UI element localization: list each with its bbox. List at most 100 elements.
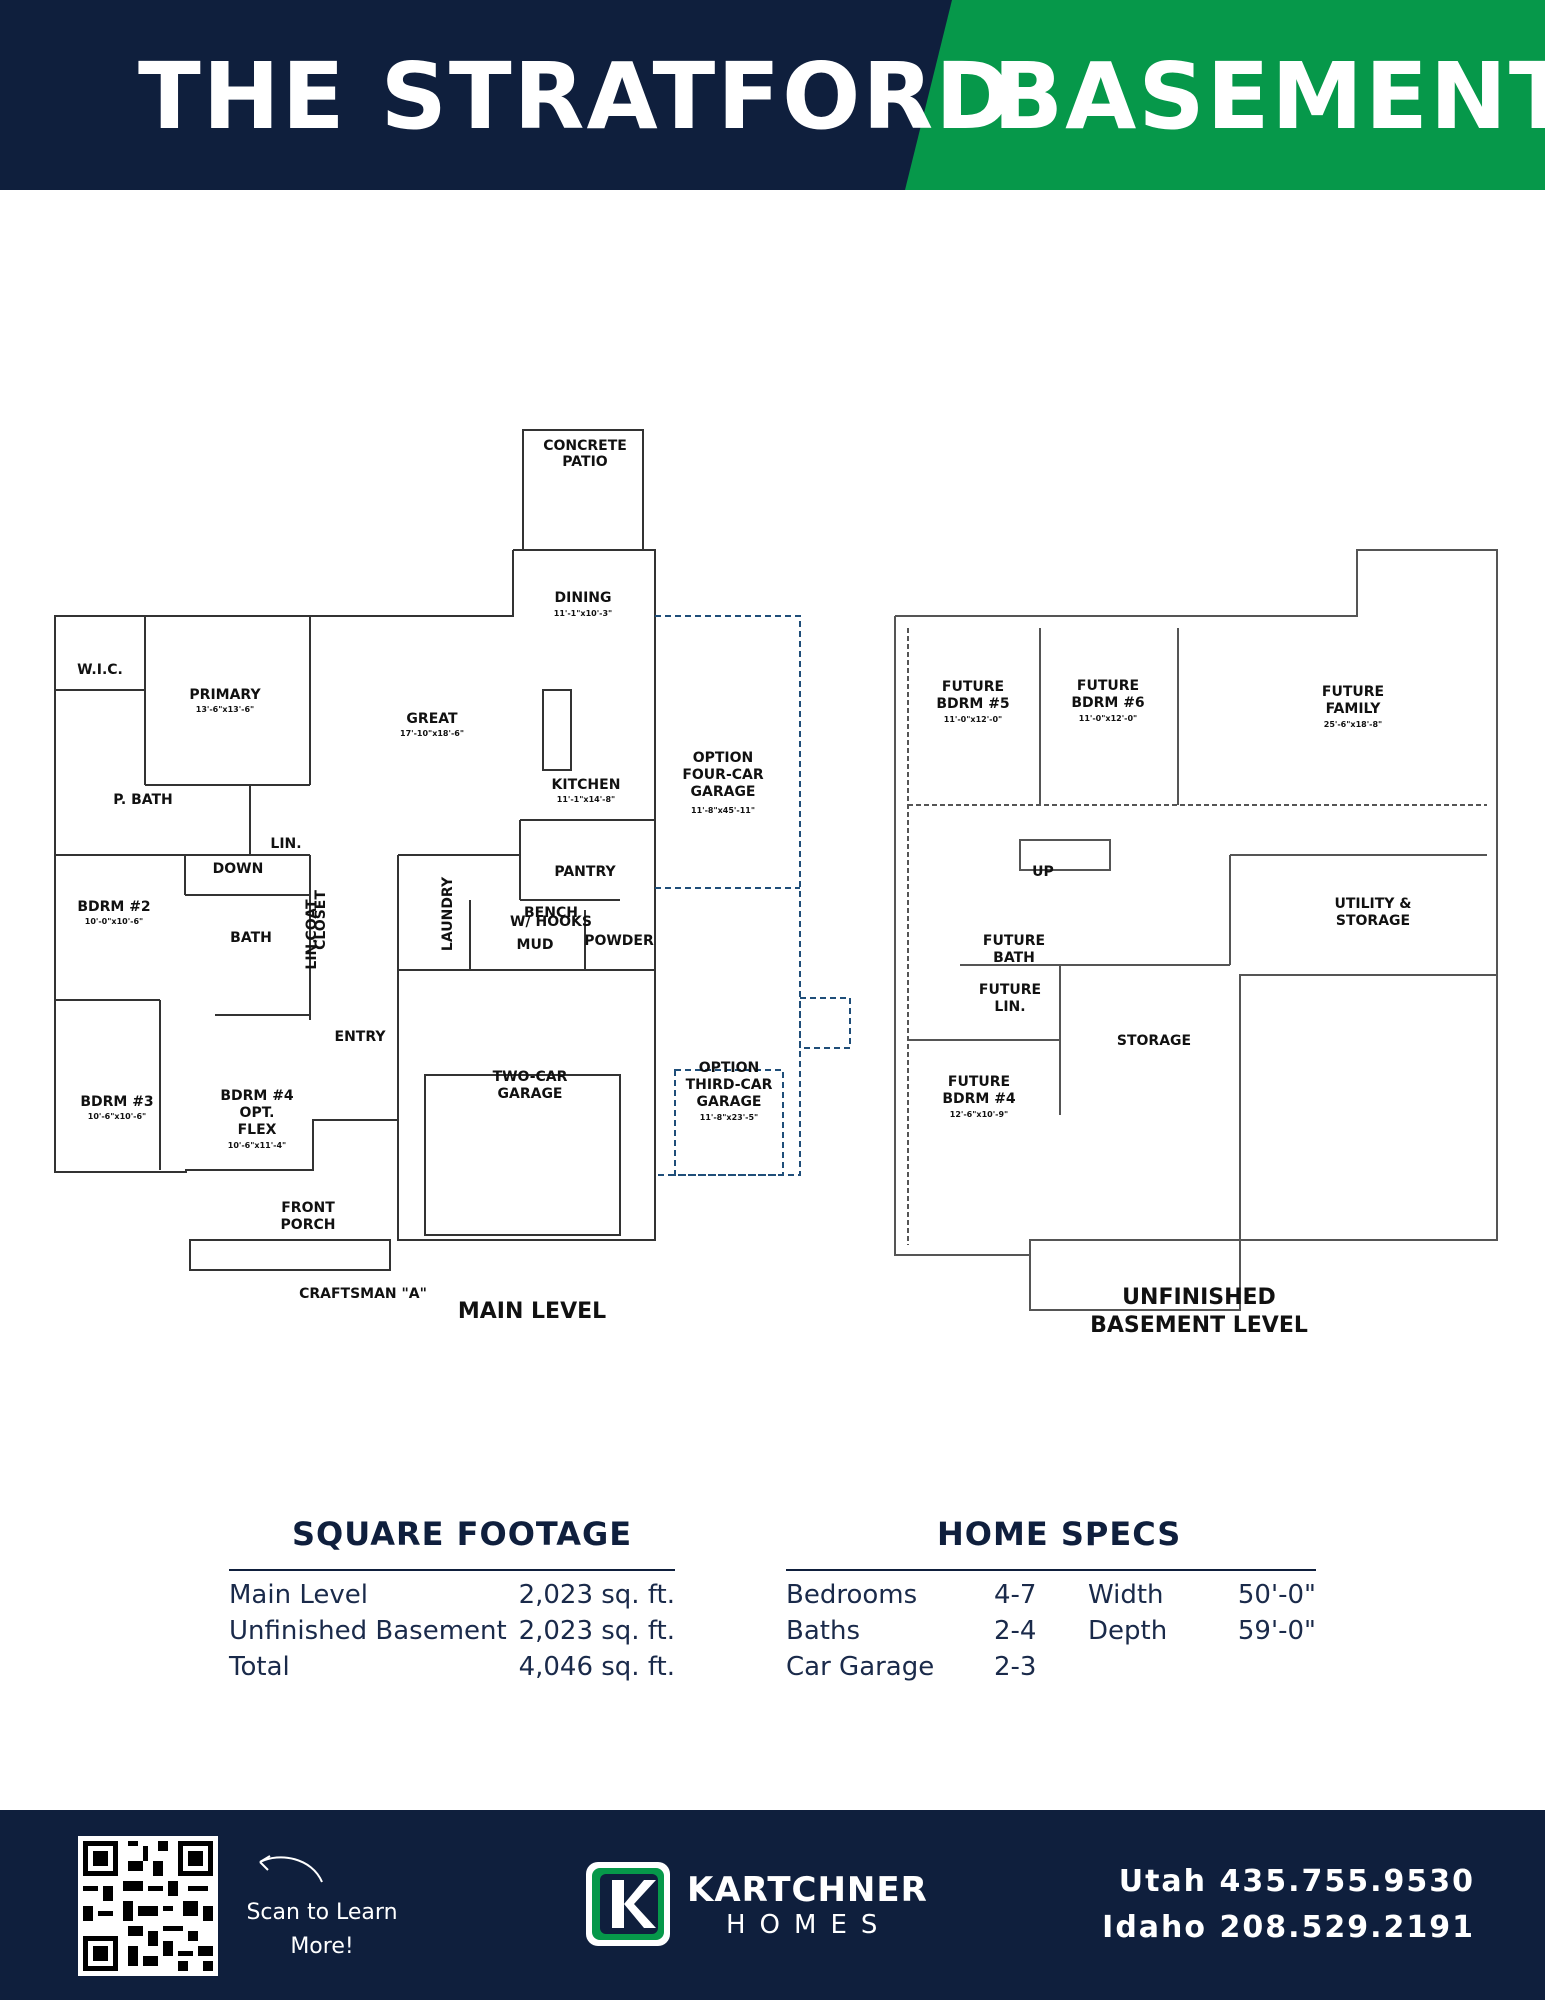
brand-sub: HOMES	[726, 1910, 892, 1940]
room-dim-ffam: 25'-6"x18'-8"	[1324, 720, 1382, 729]
room-dim-fourcar: 11'-8"x45'-11"	[691, 806, 755, 815]
room-dim-bdrm4: 10'-6"x11'-4"	[228, 1141, 286, 1150]
room-label-mud: MUD	[517, 937, 554, 953]
elevation-label: CRAFTSMAN "A"	[299, 1286, 427, 1302]
room-label-pbath: P. BATH	[113, 792, 173, 808]
table-row: Bedrooms 4-7 Width 50'-0"	[786, 1577, 1316, 1613]
scan-caption: Scan to Learn More!	[238, 1896, 406, 1964]
sqft-value: 2,023 sq. ft.	[518, 1580, 675, 1610]
table-row: Unfinished Basement 2,023 sq. ft.	[229, 1613, 675, 1649]
room-label-util: UTILITY &STORAGE	[1334, 896, 1411, 929]
spec-value: 2-3	[994, 1652, 1037, 1682]
k-logo-icon	[592, 1868, 664, 1940]
square-footage-title: SQUARE FOOTAGE	[292, 1515, 633, 1553]
table-row: Total 4,046 sq. ft.	[229, 1649, 675, 1685]
room-label-pantry: PANTRY	[554, 864, 616, 880]
qr-code-icon	[78, 1836, 218, 1976]
basement-garage-area	[1239, 974, 1498, 1241]
main-level-outline	[54, 549, 656, 1241]
room-label-powder: POWDER	[584, 933, 654, 949]
stair-label-up: UP	[1032, 864, 1054, 880]
sqft-value: 2,023 sq. ft.	[518, 1616, 675, 1646]
spec-value: 50'-0"	[1237, 1580, 1316, 1610]
spec-label: Car Garage	[786, 1652, 935, 1682]
room-label-laundry: LAUNDRY	[440, 876, 456, 951]
room-dim-fb4: 12'-6"x10'-9"	[950, 1110, 1008, 1119]
room-label-lin2: LIN.	[304, 938, 320, 969]
qr-code[interactable]	[78, 1836, 218, 1976]
sqft-label: Main Level	[229, 1580, 368, 1610]
room-dim-kitchen: 11'-1"x14'-8"	[557, 795, 615, 804]
room-label-wic: W.I.C.	[77, 662, 123, 678]
brand-name: KARTCHNER	[687, 1870, 928, 1910]
stair	[1019, 839, 1111, 871]
spec-label: Depth	[1088, 1616, 1168, 1646]
spec-label: Bedrooms	[786, 1580, 918, 1610]
brand-logo	[586, 1862, 670, 1946]
room-dim-bdrm3: 10'-6"x10'-6"	[88, 1112, 146, 1121]
room-label-bdrm2: BDRM #2	[77, 899, 150, 915]
room-label-bdrm3: BDRM #3	[80, 1094, 153, 1110]
room-label-bath: BATH	[230, 930, 272, 946]
room-dim-great: 17'-10"x18'-6"	[400, 729, 464, 738]
stair-label-down: DOWN	[213, 861, 264, 877]
scan-line-1: Scan to Learn	[246, 1900, 398, 1925]
table-row: Car Garage 2-3	[786, 1649, 1316, 1685]
table-row: Baths 2-4 Depth 59'-0"	[786, 1613, 1316, 1649]
spec-label: Width	[1088, 1580, 1164, 1610]
room-label-great: GREAT	[406, 711, 458, 727]
table-row: Main Level 2,023 sq. ft.	[229, 1577, 675, 1613]
sqft-label: Unfinished Basement	[229, 1616, 507, 1646]
sqft-label: Total	[229, 1652, 290, 1682]
home-specs-rule	[786, 1569, 1316, 1571]
home-specs-table: Bedrooms 4-7 Width 50'-0" Baths 2-4 Dept…	[786, 1577, 1316, 1685]
room-label-primary: PRIMARY	[189, 687, 261, 703]
spec-label: Baths	[786, 1616, 860, 1646]
room-dim-primary: 13'-6"x13'-6"	[196, 705, 254, 714]
curved-arrow-icon	[259, 1855, 323, 1883]
home-specs-title: HOME SPECS	[937, 1515, 1182, 1553]
room-label-lin: LIN.	[270, 836, 301, 852]
phone-idaho[interactable]: Idaho 208.529.2191	[1102, 1910, 1475, 1945]
footer-bar	[0, 1810, 1545, 2000]
room-dim-thirdcar: 11'-8"x23'-5"	[700, 1113, 758, 1122]
plan-title: THE STRATFORD	[138, 43, 1014, 150]
wall	[1029, 1240, 1241, 1311]
kitchen-island	[542, 689, 572, 771]
room-label-entry: ENTRY	[335, 1029, 387, 1045]
square-footage-table: Main Level 2,023 sq. ft. Unfinished Base…	[229, 1577, 675, 1685]
header-green-panel	[905, 0, 1545, 190]
room-label-kitchen: KITCHEN	[552, 777, 621, 793]
room-dim-dining: 11'-1"x10'-3"	[554, 609, 612, 618]
option-entry-outline	[799, 997, 851, 1049]
square-footage-rule	[229, 1569, 675, 1571]
room-label-storage: STORAGE	[1117, 1033, 1191, 1049]
room-dim-bdrm2: 10'-0"x10'-6"	[85, 917, 143, 926]
spec-value: 2-4	[994, 1616, 1037, 1646]
plan-subtitle: BASEMENT	[993, 43, 1545, 150]
room-label-dining: DINING	[555, 590, 612, 606]
option-third-car-outline	[674, 1069, 784, 1176]
spec-value: 4-7	[994, 1580, 1037, 1610]
phone-utah[interactable]: Utah 435.755.9530	[1118, 1864, 1475, 1899]
room-dim-fb5: 11'-0"x12'-0"	[944, 715, 1002, 724]
porch-outline	[189, 1239, 391, 1271]
main-level-label: MAIN LEVEL	[458, 1299, 606, 1324]
room-label-coat: COATCLOSET	[304, 890, 329, 950]
spec-value: 59'-0"	[1237, 1616, 1316, 1646]
